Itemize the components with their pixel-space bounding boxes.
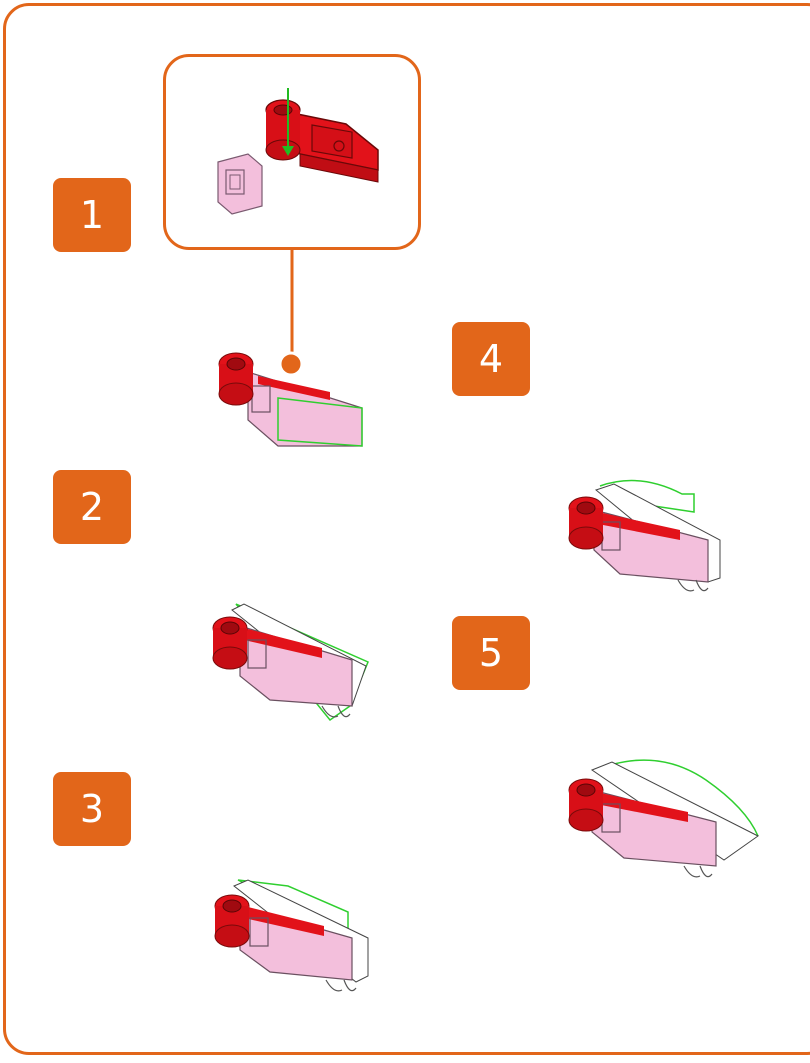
callout-insert-arrow bbox=[282, 88, 294, 156]
instruction-frame bbox=[3, 3, 810, 1055]
callout-red-bracket bbox=[265, 99, 379, 183]
callout-pink-block bbox=[217, 153, 263, 215]
step-3-assembly bbox=[214, 879, 369, 992]
step-4-assembly bbox=[568, 479, 721, 592]
step-badge-3: 3 bbox=[53, 772, 131, 846]
step-2-assembly bbox=[212, 603, 369, 722]
step-badge-2: 2 bbox=[53, 470, 131, 544]
step-badge-1: 1 bbox=[53, 178, 131, 252]
step-5-assembly bbox=[568, 759, 759, 878]
callout-anchor-dot bbox=[278, 351, 304, 377]
step-1-assembly bbox=[218, 352, 363, 447]
step-badge-4: 4 bbox=[452, 322, 530, 396]
step-badge-5: 5 bbox=[452, 616, 530, 690]
